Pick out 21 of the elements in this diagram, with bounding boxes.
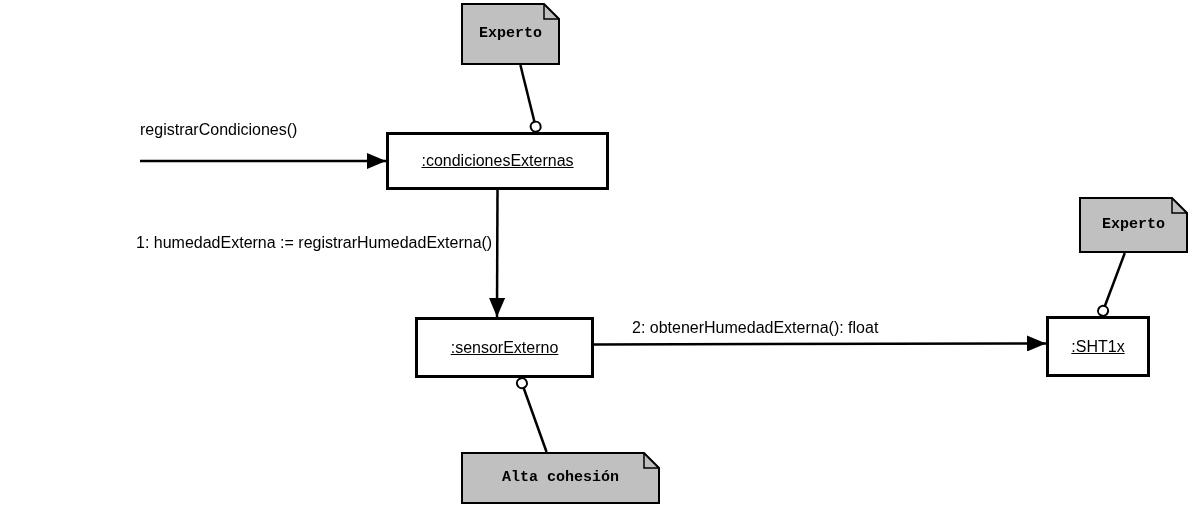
message-label: registrarCondiciones() xyxy=(140,120,298,140)
object-box xyxy=(386,132,609,190)
message-arrow xyxy=(489,190,506,317)
note-link xyxy=(519,64,542,133)
note-text: Alta cohesión xyxy=(502,467,619,488)
object-box xyxy=(1046,316,1150,377)
note-shape xyxy=(461,3,560,65)
note-text: Experto xyxy=(1102,214,1165,235)
note-link xyxy=(1097,252,1126,317)
object-box xyxy=(415,317,594,378)
note-shape xyxy=(1079,197,1188,253)
note-shape xyxy=(461,452,660,504)
note-link xyxy=(515,377,548,453)
object-name: :condicionesExternas xyxy=(421,151,574,171)
object-name: :sensorExterno xyxy=(450,337,559,358)
object-name: :SHT1x xyxy=(1071,336,1125,357)
message-label: 1: humedadExterna := registrarHumedadExterna() xyxy=(136,233,493,253)
message-arrow xyxy=(140,153,386,169)
message-arrow xyxy=(594,335,1046,352)
message-label: 2: obtenerHumedadExterna(): float xyxy=(632,318,879,338)
note-text: Experto xyxy=(479,23,542,44)
